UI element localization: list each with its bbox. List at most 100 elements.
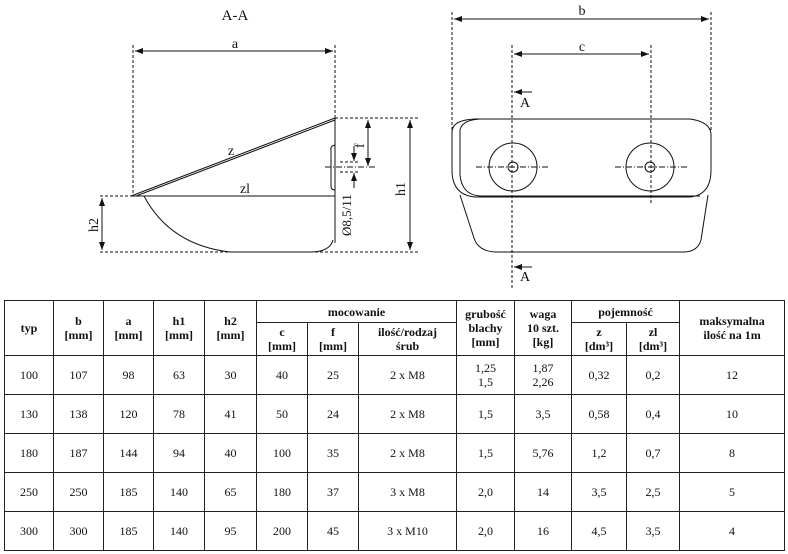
cell-line: 16 (537, 524, 550, 538)
dim-c-label: c (579, 40, 585, 55)
cell-b: 138 (53, 394, 104, 434)
cell-c: 40 (256, 355, 308, 395)
front-view: b c A A (451, 4, 712, 288)
cell-z: 3,5 (571, 472, 628, 512)
header-h1: h1[mm] (153, 300, 205, 356)
cell-typ: 100 (4, 355, 54, 395)
header-z1: zl[dm³] (626, 322, 681, 356)
cell-h2: 41 (204, 394, 257, 434)
cell-typ: 180 (4, 433, 54, 473)
cell-f: 25 (307, 355, 359, 395)
header-c: c[mm] (256, 322, 308, 356)
cell-h2: 95 (204, 511, 257, 551)
cell-waga: 16 (514, 511, 573, 551)
z1-label: zl (240, 182, 250, 197)
cell-h1: 63 (153, 355, 205, 395)
cell-h2: 40 (204, 433, 257, 473)
section-view: A-A a z zl f Ø8,5/11 h1 h2 (87, 8, 420, 253)
cell-f: 35 (307, 433, 359, 473)
dim-b-label: b (579, 4, 586, 19)
cell-c: 50 (256, 394, 308, 434)
cell-line: 2,26 (532, 375, 554, 389)
cell-waga: 5,76 (514, 433, 573, 473)
cell-max: 12 (679, 355, 786, 395)
cell-line: 1,25 (475, 361, 497, 375)
z-label: z (228, 144, 234, 159)
header-f: f[mm] (307, 322, 359, 356)
cell-line: 2,0 (478, 485, 494, 499)
cell-grubosc: 1,5 (456, 394, 516, 434)
cell-max: 8 (679, 433, 786, 473)
cell-z1: 0,2 (626, 355, 681, 395)
cell-h1: 78 (153, 394, 205, 434)
cell-f: 37 (307, 472, 359, 512)
header-typ: typ (4, 300, 54, 356)
cell-typ: 130 (4, 394, 54, 434)
cell-z: 4,5 (571, 511, 628, 551)
cell-typ: 300 (4, 511, 54, 551)
cell-z1: 0,7 (626, 433, 681, 473)
cell-waga: 3,5 (514, 394, 573, 434)
cell-line: 1,87 (532, 361, 554, 375)
cell-line: 5,76 (532, 446, 554, 460)
cell-srub: 3 x M8 (357, 472, 458, 512)
header-z: z[dm³] (571, 322, 628, 356)
cell-typ: 250 (4, 472, 54, 512)
cell-a: 185 (103, 511, 154, 551)
cell-z1: 2,5 (626, 472, 681, 512)
cell-h1: 140 (153, 472, 205, 512)
cell-c: 180 (256, 472, 308, 512)
cell-h1: 140 (153, 511, 205, 551)
technical-drawing: A-A a z zl f Ø8,5/11 h1 h2 b (87, 4, 712, 288)
cell-b: 187 (53, 433, 104, 473)
dim-a-label: a (232, 37, 239, 52)
header-pojemnosc: pojemność (571, 300, 681, 323)
h1-label: h1 (394, 182, 409, 196)
header-h2: h2[mm] (204, 300, 257, 356)
cell-a: 98 (103, 355, 154, 395)
cell-grubosc: 2,0 (456, 472, 516, 512)
cell-h1: 94 (153, 433, 205, 473)
cell-h2: 65 (204, 472, 257, 512)
section-mark-bottom: A (520, 270, 531, 285)
cell-z1: 3,5 (626, 511, 681, 551)
cell-c: 100 (256, 433, 308, 473)
cell-f: 24 (307, 394, 359, 434)
header-mocowanie: mocowanie (255, 300, 458, 323)
cell-z: 0,32 (571, 355, 628, 395)
header-b: b[mm] (53, 300, 104, 356)
h2-label: h2 (87, 218, 102, 232)
cell-z1: 0,4 (626, 394, 681, 434)
cell-f: 45 (307, 511, 359, 551)
cell-a: 144 (103, 433, 154, 473)
cell-grubosc: 2,0 (456, 511, 516, 551)
cell-srub: 2 x M8 (357, 433, 458, 473)
cell-waga: 14 (514, 472, 573, 512)
cell-c: 200 (256, 511, 308, 551)
cell-line: 1,5 (478, 375, 494, 389)
cell-max: 5 (679, 472, 786, 512)
section-title: A-A (222, 8, 249, 24)
cell-b: 250 (53, 472, 104, 512)
cell-line: 14 (537, 485, 550, 499)
f-label: f (353, 143, 368, 148)
cell-b: 107 (53, 355, 104, 395)
cell-a: 185 (103, 472, 154, 512)
cell-z: 0,58 (571, 394, 628, 434)
cell-line: 1,5 (478, 407, 494, 421)
cell-b: 300 (53, 511, 104, 551)
cell-line: 2,0 (478, 524, 494, 538)
hole-label: Ø8,5/11 (339, 194, 354, 236)
cell-grubosc: 1,5 (456, 433, 516, 473)
specifications-table: typ b[mm] a[mm] h1[mm] h2[mm] mocowanie … (4, 300, 786, 551)
